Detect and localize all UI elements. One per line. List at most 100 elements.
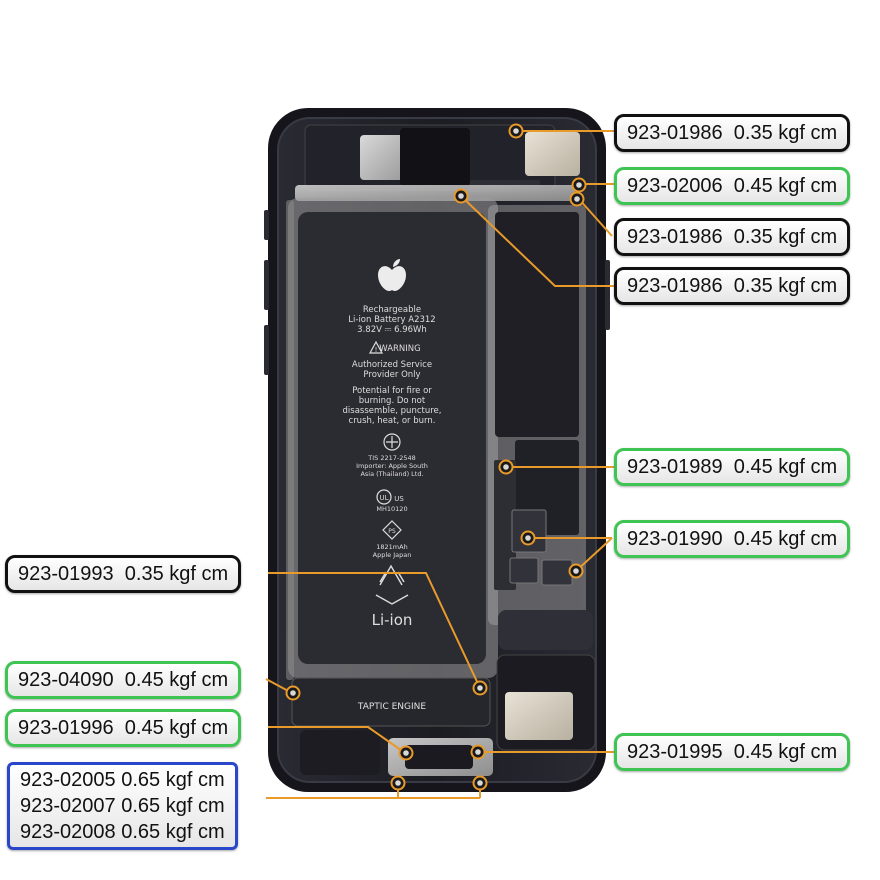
side-button bbox=[264, 210, 269, 240]
battery-line3: 3.82V ⎓ 6.96Wh bbox=[357, 325, 427, 335]
battery-liion: Li-ion bbox=[372, 611, 413, 629]
screw-markers bbox=[285, 123, 587, 791]
battery-imp1: Importer: Apple South bbox=[356, 462, 428, 470]
volume-button-down bbox=[264, 325, 269, 375]
callout-torque: 0.45 kgf cm bbox=[124, 717, 229, 739]
callout-part: 923-01986 bbox=[627, 226, 723, 248]
screw-c11b-icon bbox=[472, 775, 488, 791]
board-connector-c bbox=[541, 559, 573, 586]
screw-c4-icon bbox=[453, 188, 469, 204]
bottom-components: TAPTIC ENGINE bbox=[286, 200, 596, 776]
leader-lines bbox=[265, 130, 616, 799]
board-flex-strip bbox=[494, 460, 516, 590]
callout-torque: 0.65 kgf cm bbox=[121, 795, 225, 817]
callout-923-01996: 923-01996 0.45 kgf cm bbox=[5, 709, 242, 747]
callout-torque: 0.35 kgf cm bbox=[124, 563, 229, 585]
battery-tis: TIS 2217-2548 bbox=[367, 454, 416, 462]
callout-row: 923-02007 0.65 kgf cm bbox=[20, 793, 225, 819]
callout-part: 923-01993 bbox=[18, 563, 114, 585]
svg-text:!: ! bbox=[375, 346, 378, 354]
leader-c9 bbox=[268, 726, 406, 754]
leader-c3 bbox=[577, 197, 613, 237]
callout-row: 923-02008 0.65 kgf cm bbox=[20, 819, 225, 845]
callout-part: 923-01986 bbox=[627, 122, 723, 144]
callout-part: 923-01986 bbox=[627, 275, 723, 297]
tis-mark-icon bbox=[383, 433, 401, 451]
ul-mark-icon: UL US bbox=[376, 489, 404, 505]
screw-c10-icon bbox=[470, 744, 486, 760]
callout-torque: 0.65 kgf cm bbox=[121, 821, 225, 843]
battery-txt3: disassemble, puncture, bbox=[343, 406, 442, 416]
callout-row: 923-02005 0.65 kgf cm bbox=[20, 767, 225, 793]
callout-part: 923-04090 bbox=[18, 669, 114, 691]
speaker-grille-shield bbox=[505, 692, 573, 740]
callout-torque: 0.35 kgf cm bbox=[733, 226, 838, 248]
camera-connector-shield bbox=[360, 135, 405, 180]
battery-txt1: Potential for fire or bbox=[352, 386, 432, 396]
callout-part: 923-01996 bbox=[18, 717, 114, 739]
callout-torque: 0.45 kgf cm bbox=[124, 669, 229, 691]
logic-board-shield-upper bbox=[495, 212, 579, 437]
battery-japan: Apple Japan bbox=[373, 551, 412, 559]
callout-torque: 0.45 kgf cm bbox=[733, 456, 838, 478]
svg-text:PS: PS bbox=[388, 528, 396, 535]
callout-part: 923-02007 bbox=[20, 795, 116, 817]
battery-mah: 1821mAh bbox=[376, 543, 407, 551]
battery-line1: Rechargeable bbox=[363, 305, 421, 315]
callout-torque: 0.35 kgf cm bbox=[733, 122, 838, 144]
screw-c6b-icon bbox=[568, 563, 584, 579]
callout-part: 923-02006 bbox=[627, 175, 723, 197]
callout-923-01989: 923-01989 0.45 kgf cm bbox=[614, 448, 851, 486]
leader-c7 bbox=[268, 572, 481, 689]
callout-923-04090: 923-04090 0.45 kgf cm bbox=[5, 661, 242, 699]
callout-torque: 0.35 kgf cm bbox=[733, 275, 838, 297]
battery: Rechargeable Li-ion Battery A2312 3.82V … bbox=[288, 198, 498, 678]
bottom-left-cavity bbox=[300, 730, 380, 775]
battery-line2: Li-ion Battery A2312 bbox=[348, 315, 435, 325]
screw-c5-icon bbox=[498, 459, 514, 475]
battery-txt2: burning. Do not bbox=[359, 396, 426, 406]
callout-923-02006: 923-02006 0.45 kgf cm bbox=[614, 167, 851, 205]
battery-imp2: Asia (Thailand) Ltd. bbox=[360, 470, 423, 478]
board-connector-b bbox=[509, 557, 539, 584]
callout-923-01995: 923-01995 0.45 kgf cm bbox=[614, 733, 851, 771]
camera-module bbox=[400, 128, 470, 186]
svg-text:UL: UL bbox=[379, 494, 388, 502]
callout-torque: 0.45 kgf cm bbox=[733, 741, 838, 763]
screw-c7-icon bbox=[472, 680, 488, 696]
callout-923-01986-mid: 923-01986 0.35 kgf cm bbox=[614, 218, 851, 256]
logic-board bbox=[488, 205, 586, 625]
callout-923-01986-top: 923-01986 0.35 kgf cm bbox=[614, 114, 851, 152]
pse-mark-icon: PS bbox=[382, 520, 402, 540]
callout-part: 923-01989 bbox=[627, 456, 723, 478]
apple-logo-icon bbox=[378, 259, 406, 291]
battery-cert: MH10120 bbox=[376, 505, 407, 513]
callout-923-01986-low: 923-01986 0.35 kgf cm bbox=[614, 267, 851, 305]
svg-text:US: US bbox=[394, 495, 404, 503]
screw-c1-icon bbox=[508, 123, 524, 139]
callout-part: 923-01990 bbox=[627, 528, 723, 550]
left-side-rail bbox=[286, 200, 294, 680]
callout-torque: 0.45 kgf cm bbox=[733, 528, 838, 550]
taptic-engine bbox=[291, 677, 491, 727]
screw-c11a-icon bbox=[390, 775, 406, 791]
screw-c3-icon bbox=[569, 191, 585, 207]
callout-part: 923-01995 bbox=[627, 741, 723, 763]
volume-button-up bbox=[264, 260, 269, 310]
battery-warn2: Provider Only bbox=[363, 370, 420, 380]
battery-warning: WARNING bbox=[379, 344, 420, 354]
top-shield bbox=[525, 132, 580, 176]
leader-c4 bbox=[460, 195, 616, 287]
screw-c6a-icon bbox=[520, 530, 536, 546]
callout-923-01990: 923-01990 0.45 kgf cm bbox=[614, 520, 851, 558]
screw-c8-icon bbox=[285, 685, 301, 701]
lightning-port bbox=[405, 745, 473, 769]
taptic-engine-label: TAPTIC ENGINE bbox=[357, 702, 426, 712]
callout-0-65-group: 923-02005 0.65 kgf cm 923-02007 0.65 kgf… bbox=[7, 762, 238, 850]
callout-part: 923-02008 bbox=[20, 821, 116, 843]
power-button bbox=[605, 260, 610, 330]
warning-triangle-icon: ! bbox=[368, 340, 384, 354]
callout-923-01993: 923-01993 0.35 kgf cm bbox=[5, 555, 242, 593]
screw-c9-icon bbox=[398, 745, 414, 761]
battery-txt4: crush, heat, or burn. bbox=[349, 416, 436, 426]
